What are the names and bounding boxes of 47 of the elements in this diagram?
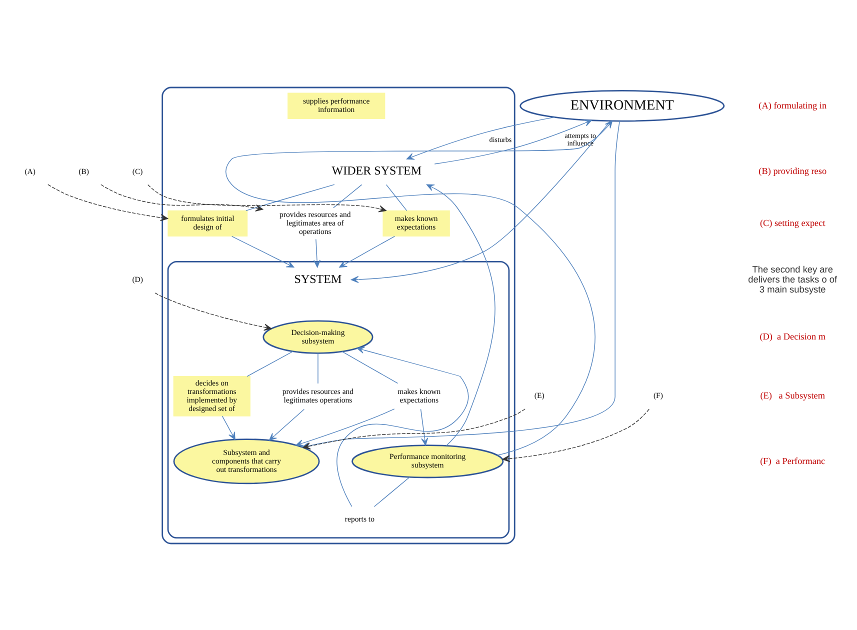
label: (D) a Decision m — [760, 330, 826, 341]
node-text: (D) — [132, 274, 143, 284]
arrow — [226, 120, 613, 456]
node-ellipse: ENVIRONMENT — [520, 90, 725, 122]
arrow — [502, 408, 650, 462]
label: (B) providing reso — [758, 166, 827, 176]
node-box: formulates initial design of — [168, 210, 248, 236]
connector — [386, 184, 408, 211]
node-box: decides on transformations implemented by designed set of — [173, 376, 250, 416]
node-box: makes known expectations — [382, 210, 450, 236]
connector — [333, 184, 362, 208]
node-text: reports to — [344, 514, 374, 523]
node-text: (C) — [132, 166, 143, 176]
node-text: makes known expectations — [398, 386, 441, 404]
arrow — [350, 120, 611, 283]
connector — [374, 476, 410, 506]
label: (A) formulating in — [758, 100, 827, 110]
node-text: provides resources and legitimates area of operations — [280, 209, 351, 236]
arrow — [406, 116, 556, 160]
arrow — [296, 408, 395, 446]
label: (C) setting expect — [760, 217, 826, 228]
arrow — [222, 415, 236, 440]
arrow — [339, 235, 396, 268]
arrow — [100, 184, 264, 211]
node-text: provides resources and legitimates operations — [282, 386, 354, 404]
arrow — [313, 238, 321, 268]
arrow — [154, 292, 272, 330]
arrow — [48, 184, 168, 221]
arrow — [231, 235, 294, 268]
node-box: supplies performance information — [288, 92, 386, 118]
node-text: (B) — [78, 166, 90, 176]
connector — [246, 350, 294, 376]
arrow — [148, 184, 386, 212]
arrow — [426, 184, 496, 446]
arrow — [434, 119, 592, 164]
node-text: (E) — [534, 390, 544, 400]
connector — [246, 184, 335, 211]
label: (F) a Performanc — [760, 455, 826, 466]
arrow — [268, 408, 305, 440]
label: (E) a Subsystem — [760, 390, 826, 400]
node-text: (F) — [653, 390, 663, 400]
connector — [342, 350, 398, 384]
label: The second key are delivers the tasks o of 3 main subsyste — [748, 264, 838, 294]
arrow — [336, 346, 469, 506]
arrow — [420, 408, 428, 446]
node-text: (A) — [24, 166, 36, 176]
node-ellipse: Performance monitoring subsystem — [352, 444, 504, 478]
